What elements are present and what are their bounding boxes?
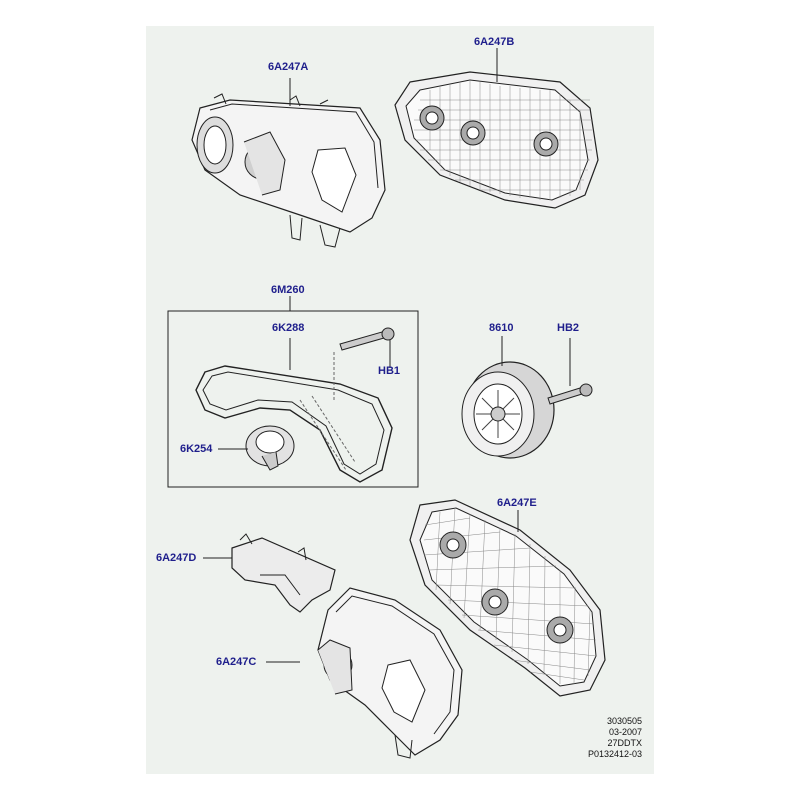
kit-box-6M260 bbox=[167, 310, 419, 488]
reference-line-2: 03-2007 bbox=[608, 727, 642, 737]
part-6K288-timing-belt bbox=[195, 338, 393, 483]
callout-6A247E: 6A247E bbox=[497, 497, 537, 509]
part-6A247B-upper-outer-cover bbox=[394, 48, 599, 209]
callout-HB2: HB2 bbox=[557, 322, 580, 334]
callout-6A247D: 6A247D bbox=[156, 552, 197, 564]
callout-6A247A: 6A247A bbox=[268, 61, 309, 73]
reference-block: 3030505 03-2007 27DDTX P0132412-03 bbox=[588, 716, 642, 760]
callout-6K254: 6K254 bbox=[180, 443, 213, 455]
grid-pattern-e bbox=[423, 507, 597, 685]
part-6A247D-lower-bracket bbox=[203, 533, 336, 613]
callout-6K288: 6K288 bbox=[272, 322, 305, 334]
reference-line-4: P0132412-03 bbox=[587, 749, 642, 759]
part-6A247C-lower-inner-cover bbox=[266, 587, 463, 759]
reference-line-3: 27DDTX bbox=[607, 738, 642, 748]
part-6A247A-upper-inner-cover bbox=[191, 78, 386, 248]
callout-6A247C: 6A247C bbox=[216, 656, 257, 668]
part-HB1-bolt bbox=[333, 327, 395, 400]
part-HB2-bolt bbox=[547, 338, 593, 405]
callout-HB1: HB1 bbox=[378, 365, 401, 377]
reference-line-1: 3030505 bbox=[606, 716, 642, 726]
part-6K254-tensioner bbox=[218, 425, 295, 471]
part-8610-pulley bbox=[461, 336, 555, 459]
part-6A247E-lower-outer-cover bbox=[409, 499, 606, 697]
callout-6M260: 6M260 bbox=[271, 284, 305, 296]
callout-6A247B: 6A247B bbox=[474, 36, 515, 48]
callout-8610: 8610 bbox=[489, 322, 514, 334]
